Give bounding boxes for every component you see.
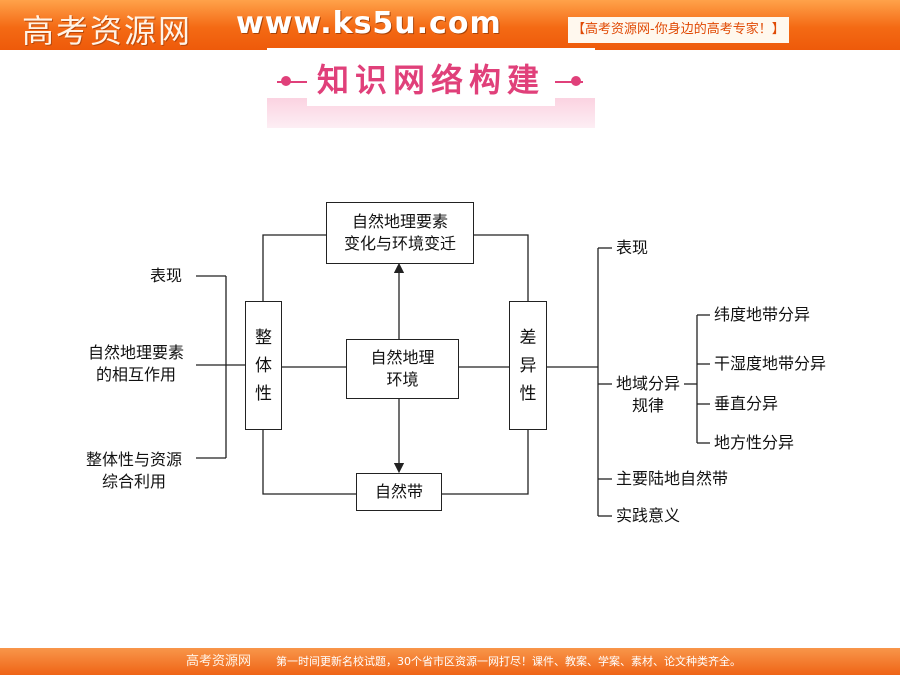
- line-left-bottom: [262, 430, 356, 495]
- box-environment-change: 自然地理要素 变化与环境变迁: [326, 202, 474, 264]
- line-right-bottom: [442, 430, 529, 495]
- right-label-main-zones: 主要陆地自然带: [616, 469, 729, 488]
- title-dot-right: [571, 76, 581, 86]
- section-title: 知识网络构建: [307, 54, 555, 106]
- sub-label-moisture: 干湿度地带分异: [714, 354, 827, 373]
- site-footer: 高考资源网 第一时间更新名校试题，30个省市区资源一网打尽！课件、教案、学案、素…: [0, 648, 900, 675]
- section-title-banner: 知识网络构建: [267, 48, 595, 128]
- box-natural-zone: 自然带: [356, 473, 442, 511]
- site-slogan: 【高考资源网-你身边的高考专家！】: [568, 17, 789, 43]
- left-label-resources-line1: 整体性与资源: [85, 450, 182, 469]
- box-natural-environment-line2: 环境: [386, 370, 419, 389]
- box-natural-zone-label: 自然带: [374, 482, 423, 501]
- box-differentiation: 差 异 性: [509, 301, 547, 430]
- left-label-interaction-line1: 自然地理要素: [87, 343, 184, 362]
- box-integrity-char-2: 体: [255, 355, 272, 376]
- site-logo[interactable]: 高考资源网: [22, 12, 193, 50]
- box-differentiation-char-3: 性: [519, 383, 537, 404]
- sub-label-local: 地方性分异: [714, 433, 795, 452]
- right-label-expression: 表现: [616, 238, 649, 257]
- sub-label-latitudinal: 纬度地带分异: [714, 305, 811, 324]
- footer-brand[interactable]: 高考资源网: [186, 654, 252, 669]
- line-left-top: [262, 234, 326, 301]
- line-right-top: [474, 234, 529, 301]
- right-label-significance: 实践意义: [616, 506, 681, 525]
- box-natural-environment-line1: 自然地理: [370, 348, 435, 367]
- right-label-regional: 地域分异 规律: [611, 373, 685, 417]
- site-header: 高考资源网 www.ks5u.com 【高考资源网-你身边的高考专家！】: [0, 0, 900, 50]
- box-integrity-char-3: 性: [255, 383, 272, 404]
- left-label-interaction: 自然地理要素 的相互作用: [80, 342, 192, 386]
- sub-label-vertical: 垂直分异: [714, 394, 779, 413]
- box-environment-change-line2: 变化与环境变迁: [343, 234, 456, 253]
- box-integrity-char-1: 整: [255, 327, 272, 348]
- footer-text: 第一时间更新名校试题，30个省市区资源一网打尽！课件、教案、学案、素材、论文种类…: [276, 655, 741, 668]
- box-differentiation-char-1: 差: [519, 327, 537, 348]
- box-environment-change-line1: 自然地理要素: [351, 212, 448, 231]
- right-label-regional-line1: 地域分异: [615, 374, 680, 393]
- left-label-interaction-line2: 的相互作用: [95, 365, 176, 384]
- box-differentiation-char-2: 异: [519, 355, 537, 376]
- site-url[interactable]: www.ks5u.com: [236, 6, 502, 41]
- left-label-resources-line2: 综合利用: [101, 472, 166, 491]
- right-label-regional-line2: 规律: [631, 396, 664, 415]
- title-dot-left: [281, 76, 291, 86]
- left-label-expression: 表现: [150, 266, 183, 285]
- box-natural-environment: 自然地理 环境: [346, 339, 459, 399]
- box-integrity: 整 体 性: [245, 301, 282, 430]
- left-label-resources: 整体性与资源 综合利用: [76, 449, 192, 493]
